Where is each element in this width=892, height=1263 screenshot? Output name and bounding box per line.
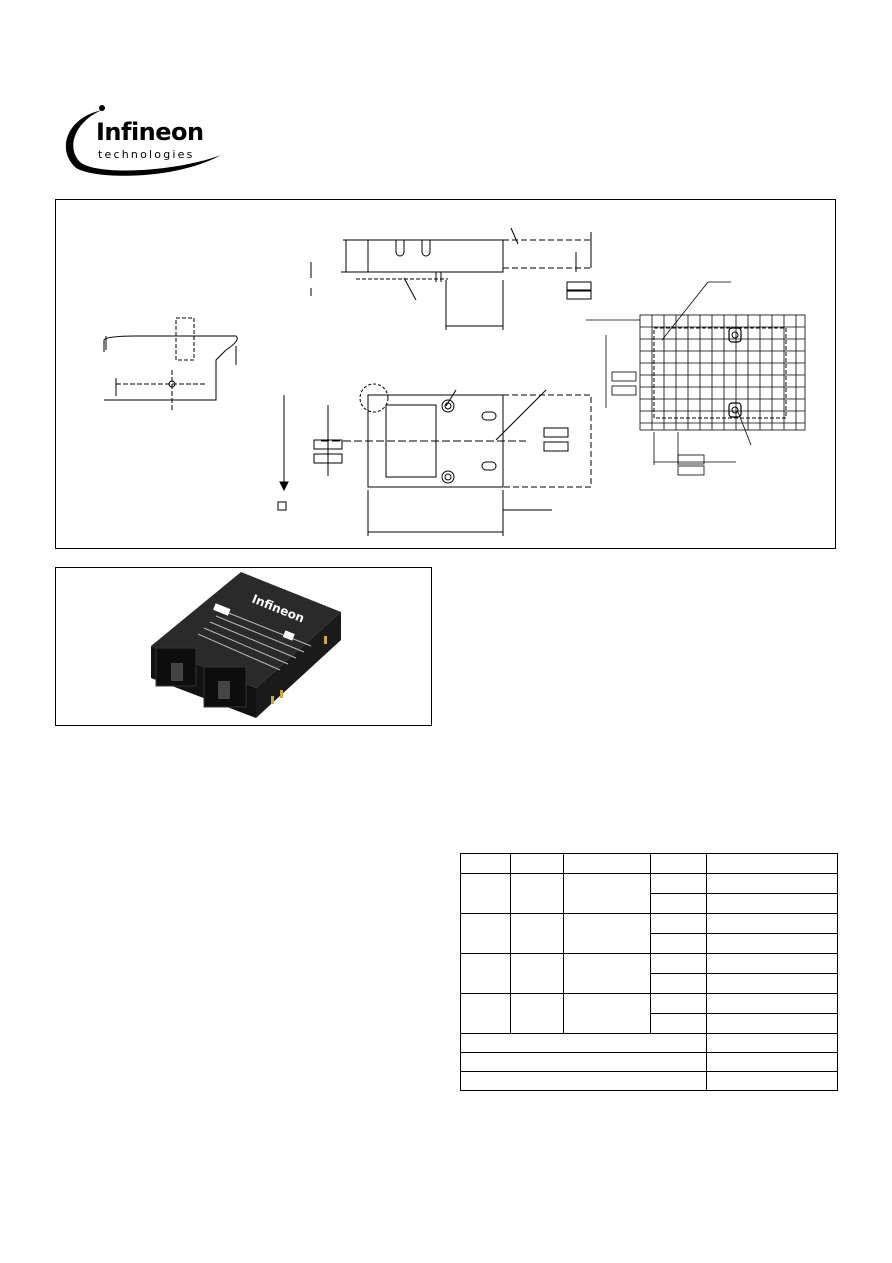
- infineon-logo: Infineon technologies: [56, 100, 226, 180]
- top-view: [277, 383, 592, 536]
- table-row: [460, 873, 838, 914]
- logo-swoosh-icon: [65, 105, 221, 176]
- table-row: [459, 1071, 838, 1091]
- table-row: [459, 1033, 838, 1053]
- table-row: [459, 1052, 838, 1072]
- table-row: [460, 853, 838, 874]
- package-drawing: [55, 199, 836, 549]
- logo-brand-text: Infineon: [96, 118, 204, 146]
- dimension-drawing-svg: [103, 227, 806, 536]
- table-row: [460, 993, 838, 1034]
- logo-sub-text: technologies: [98, 148, 195, 161]
- product-photo-svg: Infineon: [56, 568, 431, 725]
- side-view: [310, 227, 592, 330]
- detail-view: [103, 317, 238, 410]
- table-row: [460, 953, 838, 994]
- product-photo: Infineon: [55, 567, 432, 726]
- table-row: [460, 913, 838, 954]
- table-row: [461, 1013, 838, 1034]
- spec-table: [459, 853, 838, 1091]
- grid-view: [586, 281, 806, 476]
- table-row: [461, 973, 838, 994]
